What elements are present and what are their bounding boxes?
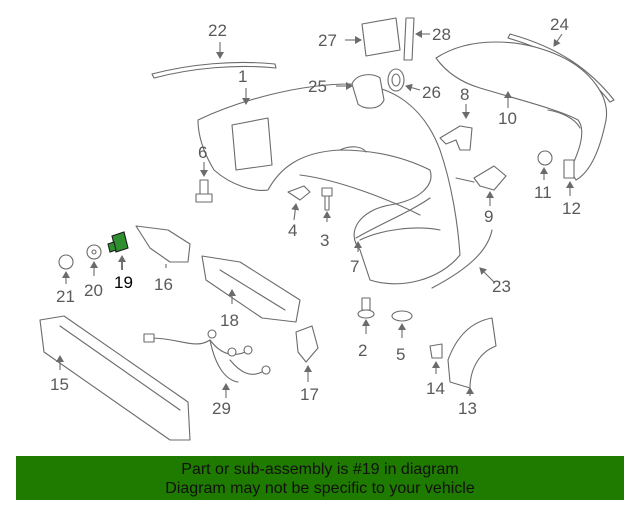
callout-22[interactable]: 22 bbox=[208, 21, 227, 40]
callout-24[interactable]: 24 bbox=[550, 15, 569, 34]
part-1-bumper-cover[interactable]: 1 bbox=[197, 67, 461, 285]
part-9-lamp[interactable]: 9 bbox=[455, 165, 507, 226]
part-11-nut[interactable]: 11 bbox=[534, 150, 553, 202]
part-26-ring[interactable]: 26 bbox=[387, 68, 441, 102]
parts-diagram: 22 1 27 28 25 26 24 bbox=[39, 15, 615, 441]
callout-17[interactable]: 17 bbox=[300, 385, 319, 404]
part-10-diffuser[interactable]: 10 bbox=[435, 41, 608, 181]
callout-3[interactable]: 3 bbox=[320, 231, 329, 250]
part-14-grommet[interactable]: 14 bbox=[426, 343, 445, 398]
callout-1[interactable]: 1 bbox=[238, 67, 247, 86]
callout-29[interactable]: 29 bbox=[212, 399, 231, 418]
callout-12[interactable]: 12 bbox=[562, 199, 581, 218]
part-22-trim-strip[interactable]: 22 bbox=[151, 21, 277, 79]
callout-16[interactable]: 16 bbox=[154, 275, 173, 294]
part-20-washer[interactable]: 20 bbox=[84, 244, 103, 300]
callout-2[interactable]: 2 bbox=[358, 341, 367, 360]
callout-27[interactable]: 27 bbox=[318, 31, 337, 50]
callout-25[interactable]: 25 bbox=[308, 77, 327, 96]
callout-11[interactable]: 11 bbox=[534, 183, 552, 202]
part-5-cap[interactable]: 5 bbox=[391, 310, 413, 364]
banner-line-1: Part or sub-assembly is #19 in diagram bbox=[181, 461, 459, 478]
part-28-bracket[interactable]: 28 bbox=[403, 17, 451, 61]
callout-7[interactable]: 7 bbox=[350, 257, 359, 276]
part-6-bolt[interactable]: 6 bbox=[195, 143, 213, 203]
callout-14[interactable]: 14 bbox=[426, 379, 445, 398]
callout-6[interactable]: 6 bbox=[198, 143, 207, 162]
callout-13[interactable]: 13 bbox=[458, 399, 477, 418]
callout-5[interactable]: 5 bbox=[396, 345, 405, 364]
part-13-splash-guard[interactable]: 13 bbox=[447, 317, 497, 418]
part-15-reinforcement-bar[interactable]: 15 bbox=[39, 315, 191, 441]
part-7-reflector[interactable]: 7 bbox=[350, 197, 431, 276]
part-12-clip[interactable]: 12 bbox=[562, 159, 581, 218]
part-16-bracket[interactable]: 16 bbox=[135, 225, 191, 294]
part-29-wiring-harness[interactable]: 29 bbox=[143, 329, 271, 418]
callout-23[interactable]: 23 bbox=[492, 277, 511, 296]
callout-26[interactable]: 26 bbox=[422, 83, 441, 102]
part-19-highlighted[interactable]: 19 bbox=[107, 231, 133, 292]
part-info-banner: Part or sub-assembly is #19 in diagram D… bbox=[16, 456, 624, 500]
callout-4[interactable]: 4 bbox=[288, 221, 297, 240]
part-21-grommet[interactable]: 21 bbox=[56, 254, 75, 306]
part-25-sensor-housing[interactable]: 25 bbox=[308, 74, 385, 109]
part-2-screw[interactable]: 2 bbox=[357, 297, 375, 360]
callout-18[interactable]: 18 bbox=[220, 311, 239, 330]
callout-10[interactable]: 10 bbox=[498, 109, 517, 128]
part-4-clip[interactable]: 4 bbox=[287, 185, 311, 240]
part-27-module[interactable]: 27 bbox=[318, 17, 401, 57]
callout-9[interactable]: 9 bbox=[484, 207, 493, 226]
callout-19[interactable]: 19 bbox=[114, 273, 133, 292]
callout-8[interactable]: 8 bbox=[460, 85, 469, 104]
callout-20[interactable]: 20 bbox=[84, 281, 103, 300]
callout-28[interactable]: 28 bbox=[432, 25, 451, 44]
callout-15[interactable]: 15 bbox=[50, 375, 69, 394]
part-8-bracket[interactable]: 8 bbox=[439, 85, 473, 151]
part-18-absorber[interactable]: 18 bbox=[201, 255, 301, 330]
callout-21[interactable]: 21 bbox=[56, 287, 75, 306]
banner-line-2: Diagram may not be specific to your vehi… bbox=[165, 480, 475, 497]
part-23-strip[interactable]: 23 bbox=[431, 229, 511, 296]
part-3-screw[interactable]: 3 bbox=[320, 187, 333, 250]
part-17-sensor-bracket[interactable]: 17 bbox=[295, 325, 319, 404]
